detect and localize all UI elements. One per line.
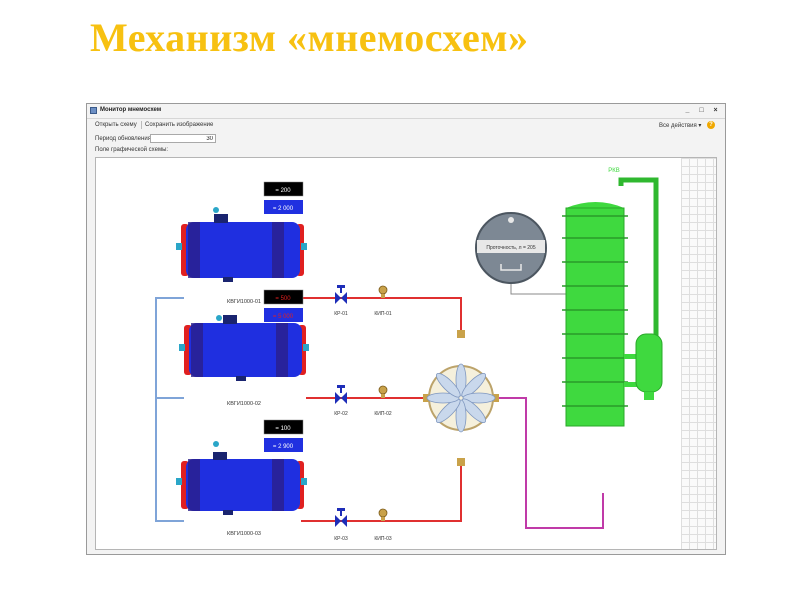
toolbar: Открыть схему Сохранить изображение Все … xyxy=(87,119,725,132)
tank-1-bottom-value: = 2 000 xyxy=(273,206,294,212)
tank-3-readout-bottom: = 2 900 xyxy=(264,438,303,452)
reflux-pipe xyxy=(618,177,659,336)
tank-3-bottom-value: = 2 900 xyxy=(273,444,294,450)
flow-meter[interactable] xyxy=(475,212,547,284)
maximize-button[interactable]: □ xyxy=(699,107,704,114)
rectification-column[interactable] xyxy=(562,202,663,427)
inlet-pipes xyxy=(155,297,184,522)
all-actions-menu[interactable]: Все действия ▾ xyxy=(659,123,702,129)
close-button[interactable]: × xyxy=(713,107,718,114)
app-window: Монитор мнемосхем _ □ × Открыть схему Со… xyxy=(86,103,726,555)
minimize-button[interactable]: _ xyxy=(685,107,690,114)
slide-title: Механизм «мнемосхем» xyxy=(90,15,529,60)
tank-1-readout-bottom: = 2 000 xyxy=(264,200,303,214)
tank-2-top-value: = 500 xyxy=(275,296,291,302)
column-label: РКВ xyxy=(608,168,620,174)
gauge-kip-03-label: КИП-03 xyxy=(374,536,392,542)
gauge-kip-02-label: КИП-02 xyxy=(374,411,392,417)
outlet-pipes xyxy=(301,297,462,522)
window-titlebar: Монитор мнемосхем _ □ × xyxy=(87,104,725,119)
help-icon[interactable]: ? xyxy=(707,121,715,129)
app-icon xyxy=(90,107,97,114)
flow-meter-readout: Проточность, л = 205 xyxy=(486,245,535,251)
tank-1-label: КВГИ1000-01 xyxy=(227,299,261,305)
tank-1-readout-top: = 200 xyxy=(263,181,304,197)
save-image-button[interactable]: Сохранить изображение xyxy=(145,122,214,128)
open-scheme-button[interactable]: Открыть схему xyxy=(95,122,137,128)
tank-1[interactable] xyxy=(176,207,307,282)
valve-kr-03[interactable] xyxy=(335,508,347,527)
canvas-grid xyxy=(681,158,716,549)
gauge-kip-02[interactable] xyxy=(378,385,388,398)
valve-kr-01-label: КР-01 xyxy=(334,311,348,317)
tank-2-readout-top: = 500 xyxy=(263,289,304,305)
tank-3-top-value: = 100 xyxy=(275,426,291,432)
transfer-pipe xyxy=(499,397,604,529)
scheme-canvas: = 200 = 2 000 КВГИ1000-01 xyxy=(95,157,717,550)
mnemonic-scheme: = 200 = 2 000 КВГИ1000-01 xyxy=(155,168,663,542)
mixer-pump[interactable] xyxy=(423,330,499,466)
tank-3[interactable] xyxy=(176,441,307,515)
tank-3-label: КВГИ1000-03 xyxy=(227,531,261,537)
tank-2-readout-bottom: = 5 000 xyxy=(264,308,303,322)
period-label: Период обновления: xyxy=(95,136,153,142)
gauge-kip-01[interactable] xyxy=(378,285,388,298)
period-input[interactable] xyxy=(150,134,216,143)
tank-2-bottom-value: = 5 000 xyxy=(273,314,294,320)
toolbar-separator xyxy=(141,121,142,129)
gauge-kip-01-label: КИП-01 xyxy=(374,311,392,317)
scheme-field-label: Поле графической схемы: xyxy=(95,147,169,153)
valve-kr-02-label: КР-02 xyxy=(334,411,348,417)
tank-2[interactable] xyxy=(179,315,309,381)
valve-kr-03-label: КР-03 xyxy=(334,536,348,542)
tank-1-top-value: = 200 xyxy=(275,188,291,194)
valve-kr-02[interactable] xyxy=(335,385,347,404)
window-title: Монитор мнемосхем xyxy=(100,107,162,113)
valve-kr-01[interactable] xyxy=(335,285,347,304)
tank-3-readout-top: = 100 xyxy=(263,419,304,435)
gauge-kip-03[interactable] xyxy=(378,508,388,521)
tank-2-label: КВГИ1000-02 xyxy=(227,401,261,407)
